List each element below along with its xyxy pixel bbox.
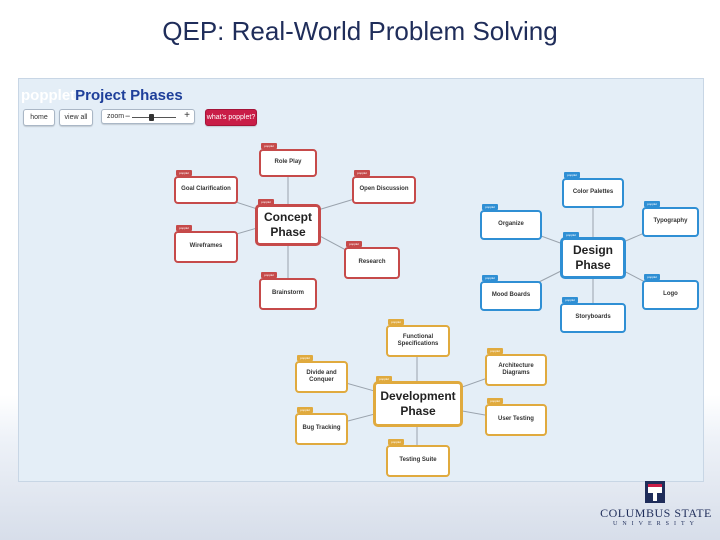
popplet-header: poppletProject Phases [21, 87, 183, 104]
node-tag: popplet [354, 170, 370, 176]
node-tag: popplet [346, 241, 362, 247]
slide-title: QEP: Real-World Problem Solving [162, 16, 558, 46]
node-label: Logo [663, 291, 678, 298]
node-label: Divide and Conquer [306, 369, 337, 383]
node-tag: popplet [258, 199, 274, 205]
node-tag: popplet [261, 272, 277, 278]
node-label: User Testing [498, 416, 534, 423]
node-label: Testing Suite [399, 457, 437, 464]
node-label: Bug Tracking [302, 425, 341, 432]
node-label: Design Phase [572, 243, 613, 272]
zoom-slider-handle[interactable] [149, 114, 154, 121]
node-label: Storyboards [575, 314, 611, 321]
node-label: Architecture Diagrams [498, 362, 534, 376]
connection-lines [201, 173, 671, 460]
node-tag: popplet [261, 143, 277, 149]
node-tag: popplet [376, 376, 392, 382]
node-label: Concept Phase [264, 210, 312, 239]
zoom-label: zoom [107, 113, 125, 120]
popplet-logo: popplet [21, 87, 76, 104]
node-label: Wireframes [189, 243, 223, 250]
university-logo: COLUMBUS STATE UNIVERSITY [596, 480, 716, 535]
node-label: Functional Specifications [397, 333, 439, 347]
node-label: Goal Clarification [181, 186, 231, 193]
node-label: Open Discussion [359, 186, 409, 193]
node-tag: popplet [487, 398, 503, 404]
board-title: Project Phases [75, 87, 183, 104]
node-label: Mood Boards [491, 292, 531, 299]
node-tag: popplet [482, 204, 498, 210]
node-tag: popplet [297, 407, 313, 413]
node-label: Role Play [274, 159, 302, 166]
node-label: Development Phase [380, 389, 456, 418]
zoom-in-button[interactable]: + [184, 110, 190, 121]
node-tag: popplet [562, 297, 578, 303]
zoom-out-button[interactable]: − [125, 111, 131, 121]
home-button[interactable]: home [23, 109, 55, 126]
node-tag: popplet [487, 348, 503, 354]
zoom-slider-track[interactable] [132, 117, 176, 118]
zoom-control[interactable]: zoom − + [101, 109, 195, 124]
popplet-board[interactable]: poppletProject Phases home view all zoom… [18, 78, 704, 482]
node-tag: popplet [176, 225, 192, 231]
node-tag: popplet [388, 439, 404, 445]
node-label: Organize [498, 221, 524, 228]
university-name: COLUMBUS STATE [600, 506, 712, 520]
view-all-button[interactable]: view all [59, 109, 93, 126]
whats-popplet-button[interactable]: what's popplet? [205, 109, 257, 126]
node-tag: popplet [388, 319, 404, 325]
node-tag: popplet [563, 232, 579, 238]
node-tag: popplet [176, 170, 192, 176]
node-label: Color Palettes [572, 189, 614, 196]
node-tag: popplet [297, 355, 313, 361]
node-label: Research [358, 259, 386, 266]
node-tag: popplet [482, 275, 498, 281]
university-subtitle: UNIVERSITY [613, 521, 699, 527]
node-tag: popplet [644, 201, 660, 207]
node-label: Brainstorm [271, 290, 304, 297]
node-tag: popplet [644, 274, 660, 280]
university-shield-icon [645, 481, 665, 503]
node-label: Typography [653, 218, 688, 225]
node-tag: popplet [564, 172, 580, 178]
